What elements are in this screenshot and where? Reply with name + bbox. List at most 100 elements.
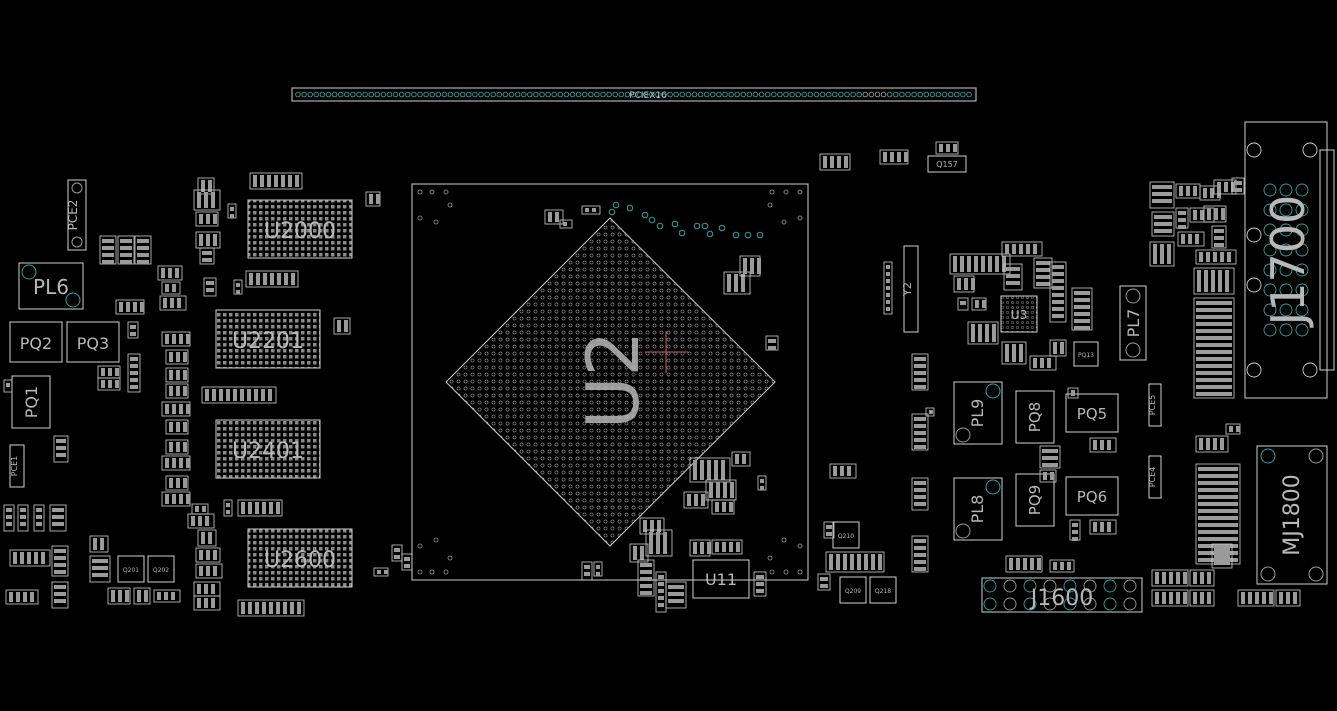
passive-pad — [914, 553, 926, 557]
ic-u3[interactable]: U3 — [1000, 295, 1038, 333]
pcie-pin — [929, 91, 936, 98]
passive-pad — [826, 525, 832, 529]
connector-j1600[interactable]: J1600 — [981, 577, 1143, 613]
pciex16-slot[interactable]: PCIEX16 — [291, 87, 977, 102]
passive-pad — [100, 538, 104, 550]
mosfet-pq13[interactable]: PQ13 — [1073, 341, 1099, 367]
pcie-pin — [344, 91, 350, 98]
pcie-pin — [337, 91, 344, 98]
pcie-pin — [893, 91, 899, 98]
passive-pad — [1154, 215, 1172, 219]
passive-pad — [1033, 244, 1037, 254]
passive-pad — [186, 458, 190, 468]
capacitor-pce4[interactable]: PCE4 — [1148, 455, 1162, 499]
passive-outline — [1001, 341, 1027, 365]
mosfet-pq6[interactable]: PQ6 — [1065, 476, 1119, 516]
pcie-pin — [569, 91, 576, 98]
j1700-label: J1700 — [1261, 195, 1315, 329]
transistor-q218[interactable]: Q218 — [869, 576, 897, 604]
inductor-pl9[interactable]: PL9 — [953, 381, 1003, 445]
passive-pad — [1214, 561, 1230, 565]
passive-pad — [255, 602, 259, 614]
passive-pad — [723, 482, 727, 498]
pcie-pin — [667, 91, 673, 98]
passive-pad — [161, 268, 165, 278]
pcie-pin — [594, 91, 600, 98]
passive-pad — [1279, 592, 1283, 604]
ic-u2600[interactable]: U2600 — [247, 528, 353, 588]
passive-pad — [1155, 572, 1159, 584]
pcie-pin — [856, 91, 862, 98]
mosfet-pq9[interactable]: PQ9 — [1015, 473, 1055, 527]
connector-mj1800[interactable]: MJ1800 — [1256, 445, 1328, 585]
cpu-package[interactable]: U2 — [411, 183, 809, 581]
ic-u2201[interactable]: U2201 — [215, 309, 321, 369]
mosfet-pq1[interactable]: PQ1 — [11, 375, 51, 429]
inductor-pl6[interactable]: PL6 — [18, 262, 84, 310]
capacitor-pce5[interactable]: PCE5 — [1148, 383, 1162, 427]
j1700-pin — [1279, 263, 1293, 277]
passive-pad — [890, 152, 894, 162]
ic-u2000[interactable]: U2000 — [247, 199, 353, 259]
transistor-q157[interactable]: Q157 — [927, 155, 967, 173]
pcie-pin — [832, 91, 838, 98]
pcie-pin — [789, 91, 795, 98]
passive-pad — [93, 538, 97, 550]
passive-pad — [658, 575, 664, 579]
passive-pad — [914, 424, 926, 428]
passive-pad — [1196, 385, 1232, 389]
pl8-label: PL8 — [968, 495, 987, 524]
pcie-pin — [655, 91, 661, 98]
mosfet-pq2[interactable]: PQ2 — [9, 321, 63, 363]
passive-outline — [165, 419, 189, 435]
passive-outline — [107, 587, 131, 605]
passive-outline — [1189, 569, 1215, 587]
passive-pad — [914, 481, 926, 485]
passive-pad — [756, 575, 764, 579]
mosfet-pq8[interactable]: PQ8 — [1015, 390, 1055, 444]
passive-pad — [183, 442, 187, 452]
transistor-q210[interactable]: Q210 — [832, 521, 860, 549]
passive-pad — [668, 599, 684, 603]
passive-pad — [1052, 314, 1064, 318]
ic-u11[interactable]: U11 — [692, 559, 750, 599]
pcie-pin — [588, 91, 594, 98]
connector-j1700[interactable]: J1700 — [1244, 121, 1335, 399]
passive-pad — [1207, 572, 1211, 584]
passive-pad — [206, 566, 210, 576]
pcie-pin — [331, 91, 338, 98]
passive-pad — [130, 332, 136, 336]
j1700-pin — [1295, 223, 1309, 237]
j1600-pin — [983, 597, 997, 611]
passive-outline — [5, 589, 39, 605]
inductor-pl7[interactable]: PL7 — [1119, 285, 1147, 361]
passive-pad — [1167, 244, 1171, 264]
passive-pad — [137, 253, 149, 257]
passive-pad — [757, 258, 761, 274]
passive-pad — [130, 378, 138, 382]
pcie-pin — [649, 91, 655, 98]
pcie-pin — [960, 91, 966, 98]
passive-outline — [723, 271, 751, 295]
ic-u2401[interactable]: U2401 — [215, 419, 321, 479]
pcie-pin — [429, 91, 435, 98]
passive-pad — [164, 592, 168, 600]
capacitor-pce2[interactable]: PCE2 — [66, 179, 87, 251]
inductor-pl8[interactable]: PL8 — [953, 477, 1003, 541]
transistor-q209[interactable]: Q209 — [839, 576, 867, 604]
passive-pad — [914, 378, 926, 382]
passive-pad — [1019, 344, 1023, 362]
passive-pad — [1198, 558, 1238, 562]
passive-pad — [1196, 343, 1232, 347]
mosfet-pq5[interactable]: PQ5 — [1065, 393, 1119, 433]
passive-outline — [89, 535, 109, 553]
passive-pad — [1262, 592, 1266, 604]
transistor-q202[interactable]: Q202 — [147, 555, 175, 583]
transistor-q201[interactable]: Q201 — [117, 555, 145, 583]
crystal-y2[interactable]: Y2 — [901, 245, 919, 333]
pcie-pin — [941, 91, 948, 98]
mosfet-pq3[interactable]: PQ3 — [66, 321, 120, 363]
capacitor-pce1[interactable]: PCE1 — [9, 444, 25, 488]
passive-pad — [284, 273, 288, 285]
